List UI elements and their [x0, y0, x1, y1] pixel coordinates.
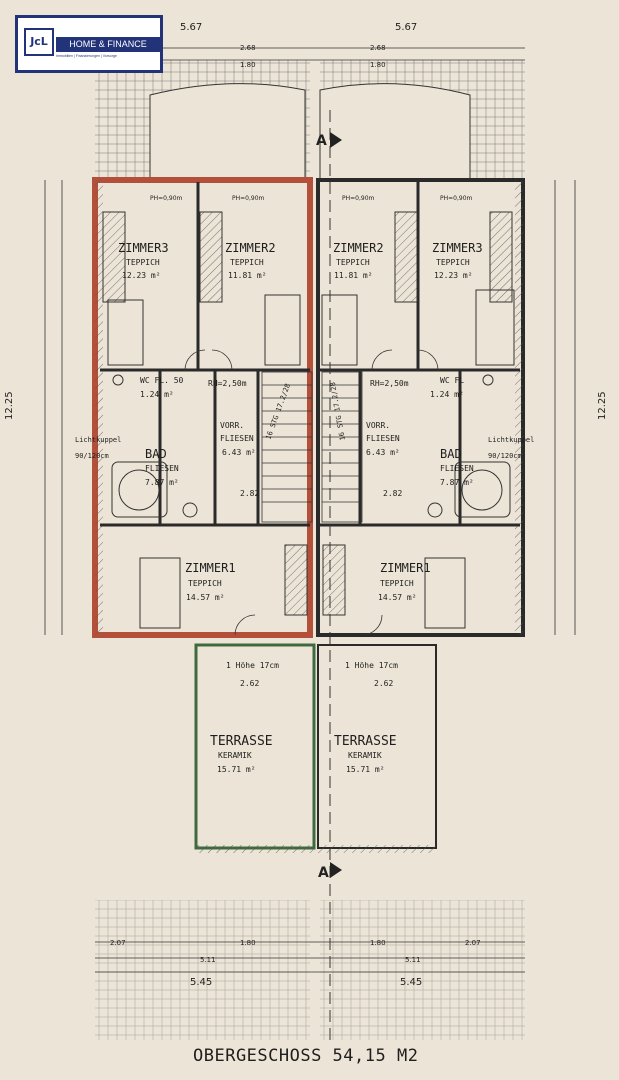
right-level-262: 2.62 [374, 679, 393, 688]
left-step: 1 Höhe 17cm [226, 661, 279, 670]
ph-label-3: PH=0,90m [342, 195, 375, 202]
right-room-2-name: ZIMMER3 [432, 241, 483, 255]
left-room-2-area: 11.81 m² [228, 271, 267, 280]
left-level-262: 2.62 [240, 679, 259, 688]
left-terrace-floor: KERAMIK [218, 751, 252, 760]
dim-bottom-207-left: 2.07 [110, 939, 126, 947]
dim-bottom-180-right: 1.80 [370, 939, 386, 947]
ph-label-1: PH=0,90m [150, 195, 183, 202]
left-room-6-name: ZIMMER1 [185, 561, 236, 575]
right-room-2-floor: TEPPICH [436, 258, 470, 267]
left-stair: 16 STG 17.2/28 [264, 382, 292, 440]
left-room-2-floor: TEPPICH [230, 258, 264, 267]
right-room-2-area: 12.23 m² [434, 271, 473, 280]
right-room-1-name: ZIMMER2 [333, 241, 384, 255]
ph-label-4: PH=0,90m [440, 195, 473, 202]
left-room-6-floor: TEPPICH [188, 579, 222, 588]
right-room-5-area: 7.87 m² [440, 478, 474, 487]
right-rh: RH=2,50m [370, 379, 409, 388]
dim-top-268-right: 2.68 [370, 44, 386, 52]
logo-mark: JcL [24, 28, 54, 56]
dim-bottom-total-right: 5.45 [400, 977, 422, 988]
left-room-1-floor: TEPPICH [126, 258, 160, 267]
logo-tagline: Immobilien | Finanzierungen | Vorsorge [56, 54, 117, 58]
right-room-6-name: ZIMMER1 [380, 561, 431, 575]
right-light: Lichtkuppel [488, 436, 534, 444]
plan-title: OBERGESCHOSS 54,15 M2 [193, 1046, 419, 1066]
dim-width-right: 5.67 [395, 22, 417, 33]
right-step: 1 Höhe 17cm [345, 661, 398, 670]
dim-height-left: 12.25 [4, 391, 15, 420]
left-room-4-floor: FLIESEN [220, 434, 254, 443]
right-room-4-name: VORR. [366, 421, 390, 430]
right-room-5-floor: FLIESEN [440, 464, 474, 473]
dim-bottom-511-left: 5.11 [200, 956, 216, 964]
left-room-5-floor: FLIESEN [145, 464, 179, 473]
left-rh: RH=2,50m [208, 379, 247, 388]
right-room-1-floor: TEPPICH [336, 258, 370, 267]
company-logo: JcL HOME & FINANCE Immobilien | Finanzie… [15, 15, 163, 73]
left-terrace-name: TERRASSE [210, 734, 273, 749]
right-room-3-name: WC FL [440, 376, 464, 385]
right-room-4-floor: FLIESEN [366, 434, 400, 443]
left-light: Lichtkuppel [75, 436, 121, 444]
left-room-1-area: 12.23 m² [122, 271, 161, 280]
dim-bottom-511-right: 5.11 [405, 956, 421, 964]
section-marker-bottom: A [318, 865, 329, 881]
right-light-size: 90/120cm [488, 452, 522, 460]
dim-height-right: 12.25 [597, 391, 608, 420]
right-room-4-area: 6.43 m² [366, 448, 400, 457]
left-room-4-name: VORR. [220, 421, 244, 430]
dim-top-180-right: 1.80 [370, 61, 386, 69]
section-marker-top: A [316, 133, 327, 149]
left-room-2-name: ZIMMER2 [225, 241, 276, 255]
left-light-size: 90/120cm [75, 452, 109, 460]
right-terrace-area: 15.71 m² [346, 765, 385, 774]
left-level-282: 2.82 [240, 489, 259, 498]
right-room-5-name: BAD [440, 447, 462, 461]
left-room-3-name: WC FL. 50 [140, 376, 184, 385]
left-room-3-area: 1.24 m² [140, 390, 174, 399]
left-room-5-name: BAD [145, 447, 167, 461]
left-room-4-area: 6.43 m² [222, 448, 256, 457]
ph-label-2: PH=0,90m [232, 195, 265, 202]
dim-bottom-total-left: 5.45 [190, 977, 212, 988]
right-room-6-area: 14.57 m² [378, 593, 417, 602]
left-room-5-area: 7.87 m² [145, 478, 179, 487]
dim-top-180-left: 1.80 [240, 61, 256, 69]
right-level-282: 2.82 [383, 489, 402, 498]
dim-width-left: 5.67 [180, 22, 202, 33]
left-room-1-name: ZIMMER3 [118, 241, 169, 255]
left-terrace-area: 15.71 m² [217, 765, 256, 774]
dim-bottom-207-right: 2.07 [465, 939, 481, 947]
right-room-3-area: 1.24 m² [430, 390, 464, 399]
right-room-6-floor: TEPPICH [380, 579, 414, 588]
right-room-1-area: 11.81 m² [334, 271, 373, 280]
right-terrace-floor: KERAMIK [348, 751, 382, 760]
dim-top-268-left: 2.68 [240, 44, 256, 52]
right-terrace-name: TERRASSE [334, 734, 397, 749]
left-room-6-area: 14.57 m² [186, 593, 225, 602]
dim-bottom-180-left: 1.80 [240, 939, 256, 947]
logo-name: HOME & FINANCE [56, 37, 160, 52]
